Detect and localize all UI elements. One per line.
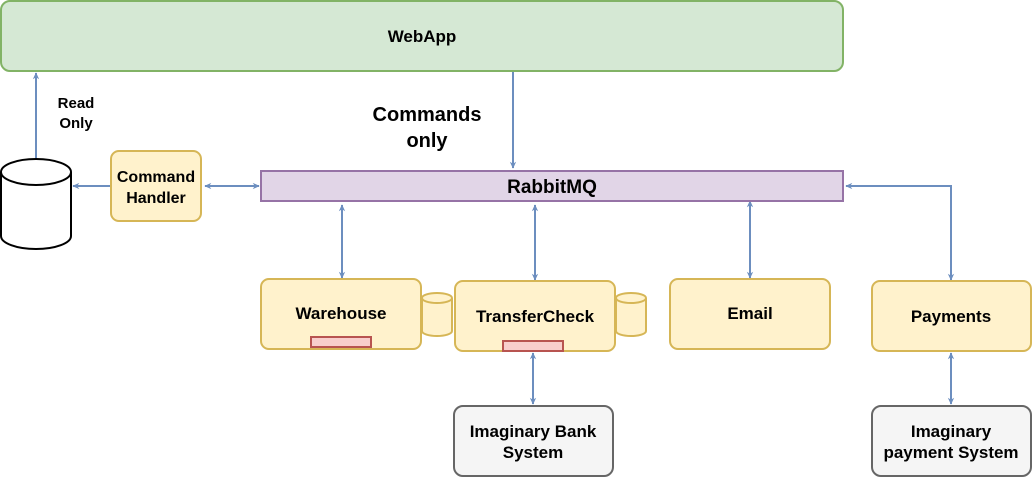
transfercheck-db-icon [615, 292, 647, 337]
bank-system-line1: Imaginary Bank [470, 422, 597, 441]
transfercheck-marker [502, 340, 564, 352]
edge-rabbitmq-payments [845, 182, 955, 281]
rabbitmq-node: RabbitMQ [260, 170, 844, 202]
read-only-line2: Only [59, 115, 93, 132]
rabbitmq-label: RabbitMQ [507, 177, 597, 198]
command-handler-line2: Handler [126, 190, 186, 207]
command-handler-node: Command Handler [110, 150, 202, 222]
email-node: Email [669, 278, 831, 350]
warehouse-marker [310, 336, 372, 348]
webapp-label: WebApp [388, 27, 457, 46]
bank-system-line2: System [503, 443, 563, 462]
database-cylinder [0, 158, 72, 250]
warehouse-node: Warehouse [260, 278, 422, 350]
payments-node: Payments [871, 280, 1032, 352]
commands-only-line2: only [406, 130, 448, 152]
edges [32, 71, 955, 405]
payment-system-line1: Imaginary [911, 422, 992, 441]
payment-system-node: Imaginary payment System [871, 405, 1032, 477]
warehouse-label: Warehouse [295, 304, 386, 323]
read-only-note: Read Only [58, 95, 95, 132]
transfercheck-label: TransferCheck [476, 307, 595, 326]
webapp-node: WebApp [0, 0, 844, 72]
email-label: Email [727, 304, 772, 323]
payment-system-line2: payment System [883, 443, 1018, 462]
warehouse-db-icon [421, 292, 453, 337]
bank-system-node: Imaginary Bank System [453, 405, 614, 477]
payments-label: Payments [911, 307, 991, 326]
read-only-line1: Read [58, 95, 95, 112]
commands-only-note: Commands only [373, 104, 482, 152]
transfercheck-node: TransferCheck [454, 280, 616, 352]
commands-only-line1: Commands [373, 104, 482, 126]
command-handler-line1: Command [117, 169, 195, 186]
